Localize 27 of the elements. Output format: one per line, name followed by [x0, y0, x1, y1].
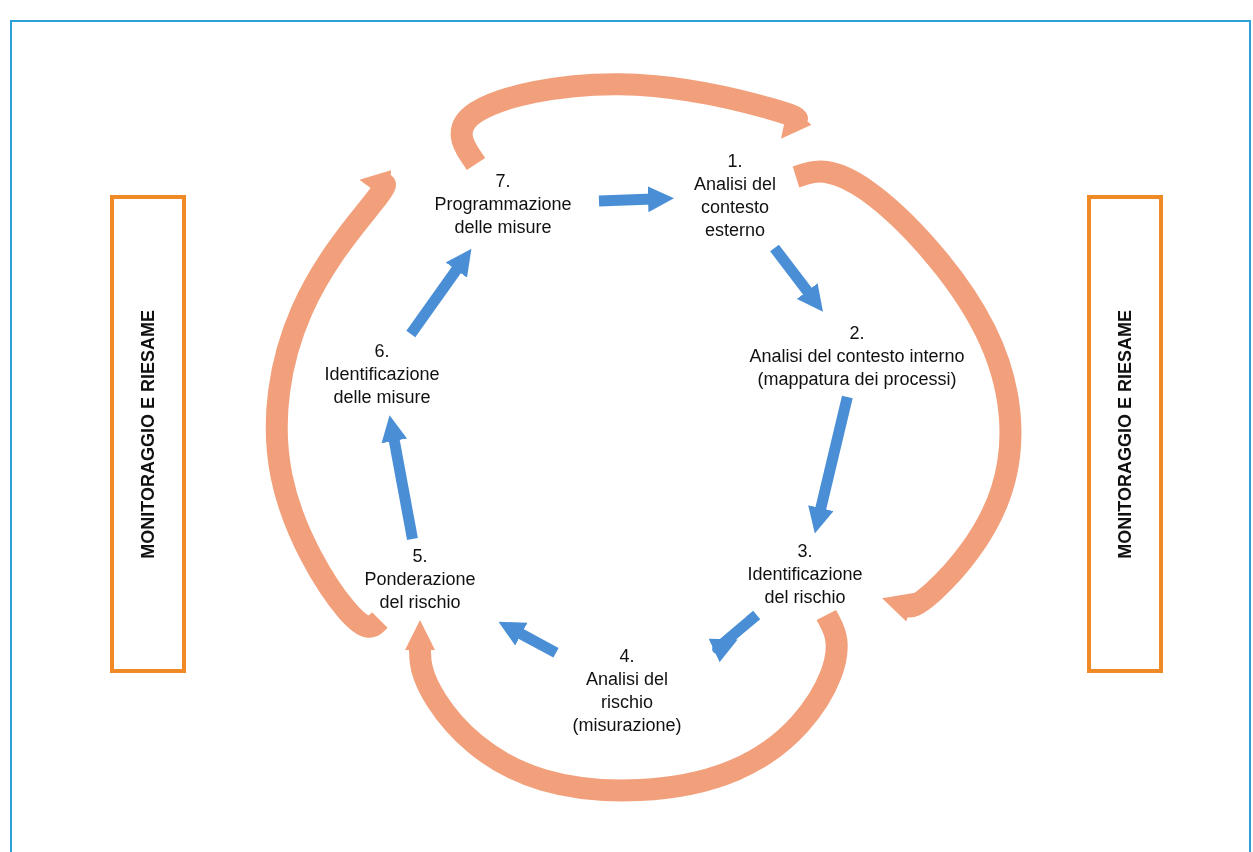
- step-label: Analisi del contesto interno (mappatura dei processi): [748, 345, 966, 391]
- step-number: 1.: [726, 150, 744, 173]
- arrow: [406, 248, 472, 338]
- step-label: Identificazione del rischio: [746, 563, 864, 609]
- step-number: 5.: [411, 545, 429, 568]
- step-label: Programmazione delle misure: [433, 193, 573, 239]
- step-number: 2.: [848, 322, 866, 345]
- arrow: [808, 395, 853, 534]
- vertical-label: MONITORAGGIO E RIESAME: [137, 309, 159, 559]
- step-number: 7.: [494, 170, 512, 193]
- step-label: Analisi del contesto esterno: [692, 173, 777, 242]
- arrow: [450, 73, 812, 171]
- arrow: [381, 415, 418, 540]
- step-label: Ponderazione del rischio: [363, 568, 477, 614]
- step-number: 3.: [796, 540, 814, 563]
- step-label: Identificazione delle misure: [323, 363, 441, 409]
- label-panel: [110, 195, 186, 673]
- arrow: [265, 170, 396, 638]
- step-number: 4.: [618, 645, 636, 668]
- arrow: [598, 186, 674, 213]
- arrow: [708, 610, 761, 663]
- arrow: [498, 621, 559, 658]
- label-panel: [1087, 195, 1163, 673]
- vertical-label: MONITORAGGIO E RIESAME: [1114, 309, 1136, 559]
- arrow: [770, 244, 823, 312]
- step-label: Analisi del rischio (misurazione): [571, 668, 683, 737]
- step-number: 6.: [373, 340, 391, 363]
